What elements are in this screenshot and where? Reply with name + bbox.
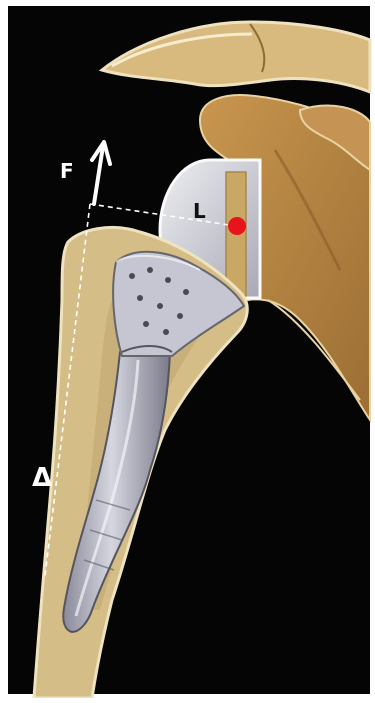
label-force: F <box>60 159 74 183</box>
label-displacement: Δ <box>32 463 52 493</box>
label-lever-arm: L <box>193 199 206 223</box>
center-of-rotation-marker <box>228 217 246 235</box>
